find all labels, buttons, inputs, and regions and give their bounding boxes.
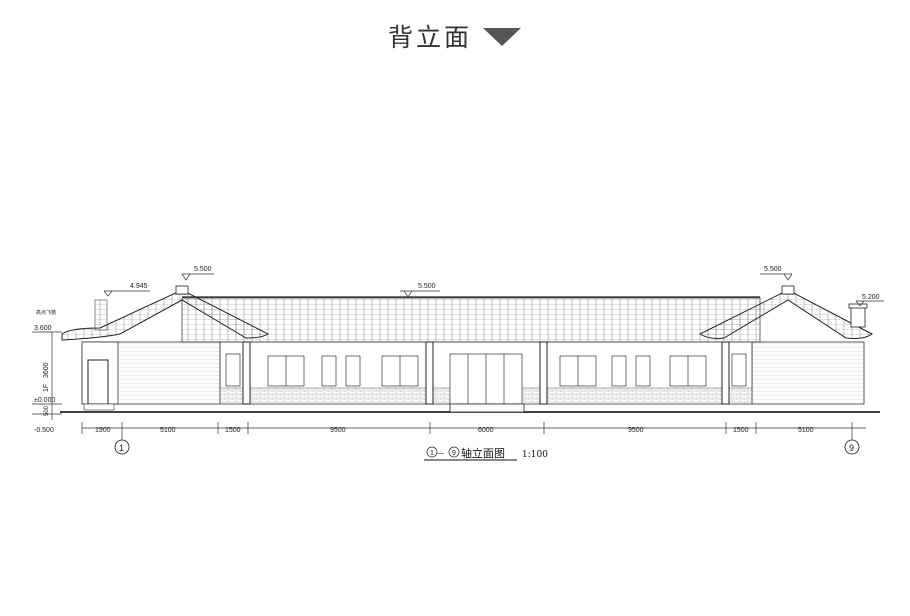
left-gable-roof	[61, 285, 269, 341]
elev-left-mid: 4.945	[130, 283, 148, 290]
dim-3: 1500	[225, 427, 241, 434]
caption-scale: 1:100	[522, 450, 548, 460]
left-note: 高点飞檐	[36, 309, 56, 316]
dimension-ticks	[81, 422, 853, 434]
dim-5: 6000	[478, 427, 494, 434]
elev-right-chimney: 5.200	[862, 294, 880, 301]
dim-8: 5100	[798, 427, 814, 434]
elev-center-ridge: 5.500	[418, 283, 436, 290]
elev-below: -0.500	[34, 427, 54, 434]
caption-circle-end: 9	[452, 450, 456, 457]
axis-label-9: 9	[849, 443, 854, 453]
windows	[225, 353, 747, 405]
elev-right-peak: 5.500	[764, 266, 782, 273]
dim-1: 1900	[95, 427, 111, 434]
left-door	[87, 359, 109, 405]
elev-left-peak: 5.500	[194, 266, 212, 273]
dim-7: 1500	[733, 427, 749, 434]
right-gable-roof	[698, 285, 873, 339]
elevation-markers	[32, 273, 884, 415]
page-title: 背立面	[388, 23, 473, 52]
dim-4: 9500	[330, 427, 346, 434]
center-steps	[449, 403, 525, 413]
caption-title: 轴立面图	[461, 446, 505, 460]
columns	[242, 341, 730, 405]
floor-label: 1F	[43, 384, 50, 392]
height-label: 3600	[43, 362, 50, 378]
axis-bubble-9	[844, 439, 860, 455]
elev-eave: 3.600	[34, 325, 52, 332]
elev-ground: ±0.000	[34, 397, 55, 404]
caption-circle-start: 1	[430, 450, 434, 457]
right-wing-wall	[751, 341, 865, 405]
axis-label-1: 1	[119, 443, 124, 453]
drawing-caption: 1 — 9 轴立面图 1:100	[424, 446, 548, 461]
dim-2: 5100	[160, 427, 176, 434]
page-heading: 背立面	[0, 18, 910, 58]
dim-6: 9500	[628, 427, 644, 434]
plinth-label: 500	[44, 405, 50, 416]
axis-bubble-1	[114, 439, 130, 455]
caption-dash: —	[437, 450, 444, 457]
chevron-down-icon	[483, 28, 521, 46]
main-roof	[181, 297, 761, 343]
